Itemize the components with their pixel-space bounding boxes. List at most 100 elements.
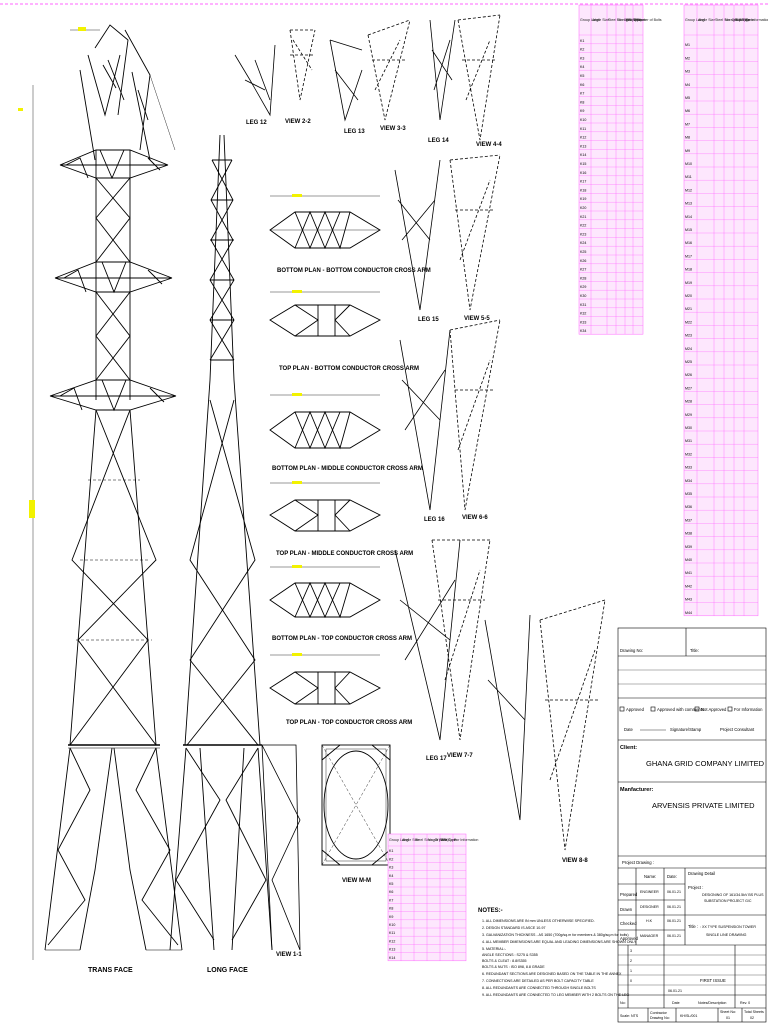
- right-table-row-label: M13: [685, 202, 692, 206]
- tb-row-prepared-date: 06.01.21: [667, 890, 681, 894]
- note-line-7: BOLTS & CLEAT : 8.8/S355: [482, 959, 527, 963]
- right-table-header: Group Label: [685, 18, 705, 22]
- right-table-header: For Information: [745, 18, 768, 22]
- right-table-row-label: M16: [685, 241, 692, 245]
- bottom-table-row-label: K10: [389, 923, 395, 927]
- bottom-table-header: No. Of Bolts Conn: [428, 838, 457, 842]
- tb-row-drawn-role: Drawn: [620, 907, 633, 912]
- tb-row-approved-date: 06.01.21: [667, 934, 681, 938]
- right-table-frame: [683, 4, 759, 617]
- left-table-row-label: K19: [580, 197, 586, 201]
- tb-approval-4: For Information: [734, 707, 763, 712]
- bottom-table-row-label: K3: [389, 866, 393, 870]
- tb-rev-3: 3: [630, 949, 632, 953]
- right-table-row-label: M40: [685, 558, 692, 562]
- tb-row-prepared-name: ENGINEER: [640, 890, 659, 894]
- bottom-table-header: Steel Strength (MPa): [415, 838, 449, 842]
- view-label-v11: VIEW 1-1: [276, 952, 302, 958]
- tb-manufacturer-name: ARVENSIS PRIVATE LIMITED: [652, 801, 755, 810]
- tb-row-checked-role: Checked: [620, 921, 637, 926]
- tb-rev0-date: 06.01.21: [668, 989, 682, 993]
- left-table-row-label: K11: [580, 127, 586, 131]
- right-table-row-label: M21: [685, 307, 692, 311]
- right-table-row-label: M3: [685, 70, 690, 74]
- note-line-6: ANGLE SECTIONS : S275 & S355: [482, 953, 538, 957]
- left-table-row-label: K16: [580, 171, 586, 175]
- left-table-row-label: K17: [580, 180, 586, 184]
- right-table-row-label: M27: [685, 386, 692, 390]
- left-table-row-label: K25: [580, 250, 586, 254]
- tb-rev-1: 1: [630, 969, 632, 973]
- plan-label-6: TOP PLAN - TOP CONDUCTOR CROSS ARM: [286, 720, 412, 726]
- tb-total-sheets: 02: [750, 1016, 754, 1020]
- right-table-row-label: M25: [685, 360, 692, 364]
- left-table-row-label: K4: [580, 65, 584, 69]
- tb-row-checked-date: 06.01.21: [667, 919, 681, 923]
- right-table-row-label: M20: [685, 294, 692, 298]
- right-table-header: No. Of Bolts Conn: [725, 18, 754, 22]
- view-1-1-diagram: [261, 744, 301, 951]
- left-table-header: Steel Strength (MPa): [608, 18, 642, 22]
- left-table-header: No. Of Bolts Conn: [617, 18, 646, 22]
- note-line-5: 5. MATERIAL:-: [482, 947, 507, 951]
- plan-label-5: BOTTOM PLAN - TOP CONDUCTOR CROSS ARM: [272, 636, 412, 642]
- crossarm-plans: [269, 194, 381, 705]
- left-table-row-label: K28: [580, 276, 586, 280]
- right-table-row-label: M23: [685, 334, 692, 338]
- view-mm-diagram: [321, 744, 391, 866]
- left-table-row-label: K2: [580, 48, 584, 52]
- tb-signature-label: Signature/Stamp: [670, 727, 702, 732]
- right-table-row-label: M30: [685, 426, 692, 430]
- bottom-table-row-label: K11: [389, 931, 395, 935]
- note-line-10: 7. CONNECTIONS ARE DETAILED AS PER BOLT …: [482, 979, 594, 983]
- bottom-table-row-label: K8: [389, 907, 393, 911]
- tb-approval-3: Not Approved: [701, 707, 727, 712]
- note-line-9: 6. REDUNDANT SECTIONS ARE DESIGNED BASED…: [482, 972, 622, 976]
- trans-face-tower: [18, 24, 183, 960]
- left-table-row-label: K22: [580, 224, 586, 228]
- right-table-row-label: M44: [685, 611, 692, 615]
- left-table-row-label: K6: [580, 83, 584, 87]
- right-table-row-label: M19: [685, 281, 692, 285]
- trans-face-label: TRANS FACE: [88, 967, 133, 974]
- note-line-12: 9. ALL REDUNDANTS ARE CONNECTED TO LEG M…: [482, 993, 629, 997]
- right-table-row-label: M4: [685, 83, 690, 87]
- left-table-row-label: K5: [580, 74, 584, 78]
- bottom-table-header: Bolt Type: [441, 838, 456, 842]
- view-label-vmm: VIEW M-M: [342, 878, 371, 884]
- tb-title-line-2: SINGLE LINE DRAWING: [706, 933, 747, 937]
- left-table-row-label: K7: [580, 92, 584, 96]
- left-table-row-label: K26: [580, 259, 586, 263]
- left-table-row-label: K23: [580, 232, 586, 236]
- left-table-row-label: K3: [580, 56, 584, 60]
- bottom-table-row-label: K4: [389, 874, 393, 878]
- left-table-header: Angle Size: [592, 18, 609, 22]
- tb-consultant-label: Project Consultant: [720, 727, 755, 732]
- note-line-11: 8. ALL REDUNDANTS ARE CONNECTED THROUGH …: [482, 986, 596, 990]
- tb-rev-0: 0: [630, 979, 632, 983]
- view-label-v33: VIEW 3-3: [380, 126, 406, 132]
- left-table-row-label: K12: [580, 136, 586, 140]
- tb-total-sheets-label: Total Sheets: [744, 1010, 764, 1014]
- note-line-2: 2. DESIGN STANDARD IS ASCE 10-97: [482, 926, 545, 930]
- tb-date-col-label: Date:: [667, 874, 677, 879]
- left-table-row-label: K30: [580, 294, 586, 298]
- tb-date-h: Date: [672, 1001, 680, 1005]
- left-table-row-label: K31: [580, 303, 586, 307]
- right-table-row-label: M37: [685, 518, 692, 522]
- tb-row-drawn-name: DESIGNER: [640, 905, 659, 909]
- left-table-row-label: K29: [580, 285, 586, 289]
- right-table-row-label: M33: [685, 466, 692, 470]
- title-block-text: Drawing No: Title: Approved Approved wit…: [620, 648, 765, 1020]
- view-label-v44: VIEW 4-4: [476, 142, 502, 148]
- right-table-row-label: M36: [685, 505, 692, 509]
- left-table-row-label: K10: [580, 118, 586, 122]
- right-table-row-label: M43: [685, 598, 692, 602]
- left-table-row-label: K1: [580, 39, 584, 43]
- left-table-frame: [578, 4, 644, 335]
- tb-no-label: No:: [620, 1001, 626, 1005]
- tb-rev-label: Rev. 0: [740, 1001, 750, 1005]
- bottom-table-header: For Information: [454, 838, 478, 842]
